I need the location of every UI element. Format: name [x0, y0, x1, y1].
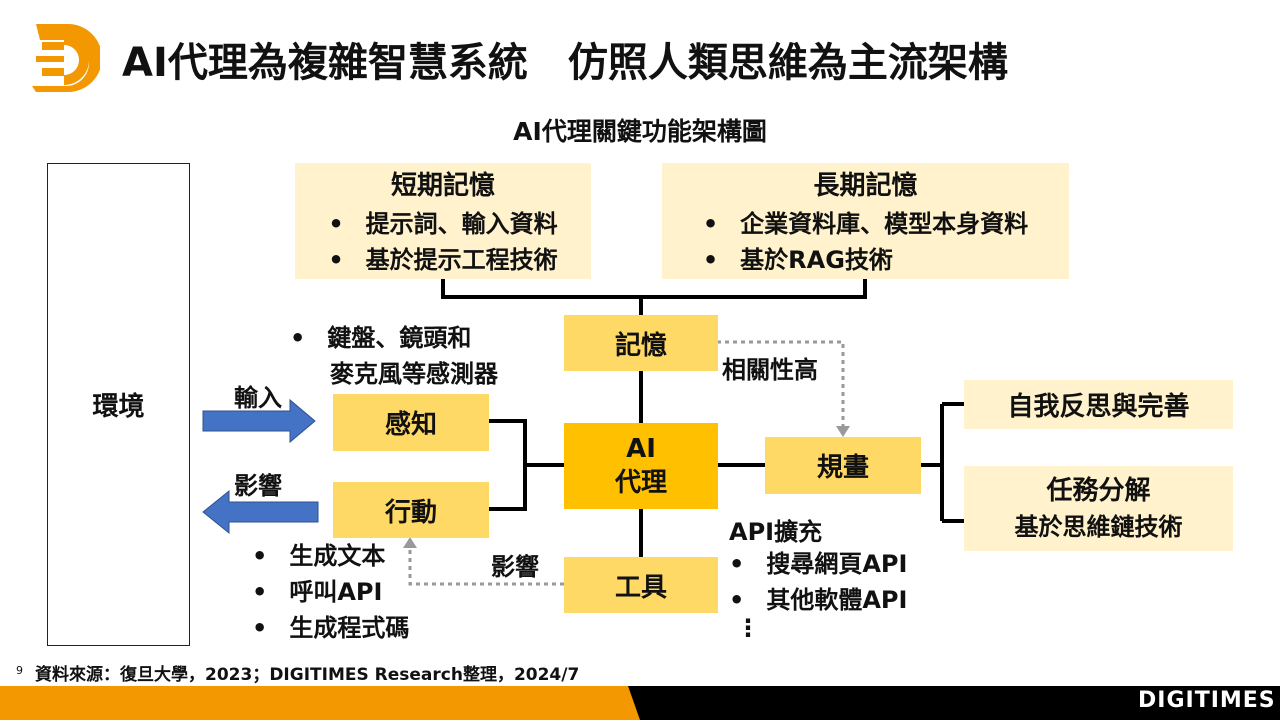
- page-number: 9: [16, 664, 23, 677]
- list-item: 生成程式碼: [252, 610, 409, 646]
- short-memory-box: 短期記憶 提示詞、輸入資料基於提示工程技術: [295, 163, 591, 279]
- long-memory-box: 長期記憶 企業資料庫、模型本身資料基於RAG技術: [662, 163, 1069, 279]
- more-ellipsis: ⋮: [736, 614, 760, 642]
- ai-agent-box: AI 代理: [564, 423, 718, 509]
- reflection-box: 自我反思與完善: [964, 380, 1233, 429]
- tool-influence-label: 影響: [491, 553, 539, 581]
- list-item: 基於提示工程技術: [328, 242, 558, 278]
- long-memory-title: 長期記憶: [813, 170, 918, 201]
- short-memory-title: 短期記憶: [390, 170, 495, 201]
- action-box: 行動: [333, 482, 489, 538]
- agent-label-1: AI: [626, 434, 656, 464]
- action-label: 行動: [384, 497, 437, 528]
- decomposition-box: 任務分解基於思維鏈技術: [964, 466, 1233, 551]
- actions-list: 生成文本 呼叫API 生成程式碼: [252, 538, 409, 646]
- environment-label: 環境: [92, 392, 145, 422]
- sensors-line-2: 麥克風等感測器: [330, 360, 498, 388]
- input-label: 輸入: [234, 384, 282, 412]
- environment-box: 環境: [47, 163, 190, 646]
- tools-label: 工具: [614, 572, 667, 603]
- brand-logo: DIGITIMES: [1138, 688, 1276, 713]
- decomposition-sub: 基於思維鏈技術: [1014, 512, 1183, 541]
- api-title: API擴充: [729, 518, 823, 546]
- list-item: 企業資料庫、模型本身資料: [703, 206, 1028, 242]
- footer-bar: [0, 686, 1280, 720]
- list-item: 搜尋網頁API: [729, 546, 907, 582]
- list-item: 其他軟體API: [729, 582, 907, 618]
- reflection-label: 自我反思與完善: [1007, 392, 1190, 422]
- api-list: 搜尋網頁API 其他軟體API: [729, 546, 907, 618]
- agent-label-2: 代理: [614, 468, 667, 498]
- diagram-title: AI代理關鍵功能架構圖: [513, 117, 767, 146]
- planning-box: 規畫: [765, 437, 921, 494]
- decomposition-title: 任務分解: [1046, 475, 1151, 506]
- list-item: 提示詞、輸入資料: [328, 206, 558, 242]
- perception-label: 感知: [384, 410, 437, 440]
- tools-box: 工具: [564, 557, 718, 613]
- planning-label: 規畫: [816, 453, 869, 483]
- list-item: 呼叫API: [252, 574, 409, 610]
- list-item: 基於RAG技術: [703, 242, 1028, 278]
- output-arrow: [202, 489, 319, 535]
- memory-box: 記憶: [564, 315, 718, 371]
- relevance-label: 相關性高: [722, 356, 818, 384]
- source-note: 資料來源：復旦大學，2023；DIGITIMES Research整理，2024…: [35, 665, 580, 685]
- output-label: 影響: [234, 472, 282, 500]
- input-arrow: [202, 398, 316, 444]
- perception-box: 感知: [333, 394, 489, 451]
- memory-label: 記憶: [614, 330, 667, 361]
- sensors-line-1: •鍵盤、鏡頭和: [290, 324, 472, 352]
- list-item: 生成文本: [252, 538, 409, 574]
- logo-icon: [32, 24, 100, 92]
- page-title: AI代理為複雜智慧系統 仿照人類思維為主流架構: [122, 40, 1008, 86]
